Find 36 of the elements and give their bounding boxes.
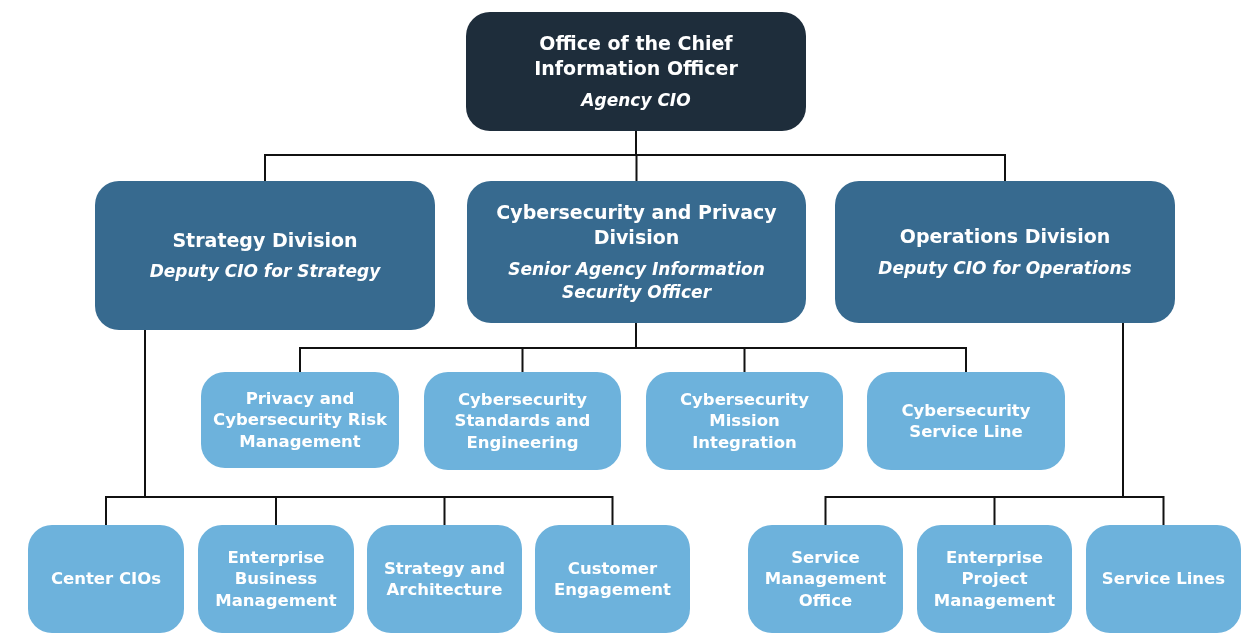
- division-box: [95, 181, 435, 330]
- unit-name: Service Management Office: [763, 546, 888, 612]
- division-box: [835, 181, 1175, 323]
- unit-title: Strategy Division: [172, 227, 358, 253]
- unit-box: [367, 525, 522, 633]
- unit-name: Customer Engagement: [553, 557, 672, 601]
- unit-name: Strategy and Architecture: [382, 557, 507, 601]
- unit-name: Enterprise Project Management: [932, 546, 1057, 612]
- unit-name: Center CIOs: [50, 568, 162, 590]
- division-box: [467, 181, 806, 323]
- unit-box: [198, 525, 354, 633]
- unit-name: Privacy and Cybersecurity Risk Management: [212, 387, 388, 453]
- unit-title: Office of the Chief Information Officer: [533, 31, 739, 81]
- unit-name: Cybersecurity Mission Integration: [679, 388, 810, 454]
- unit-box: [1086, 525, 1241, 633]
- unit-box: [867, 372, 1065, 470]
- role-title: Senior Agency Information Security Officer: [507, 257, 766, 304]
- unit-box: [28, 525, 184, 633]
- unit-box: [424, 372, 621, 470]
- connector-line: [635, 322, 967, 373]
- role-title: Deputy CIO for Strategy: [149, 260, 381, 284]
- unit-name: Enterprise Business Management: [214, 546, 338, 612]
- role-title: Deputy CIO for Operations: [878, 256, 1132, 280]
- role-title: Agency CIO: [581, 88, 691, 112]
- connector-line: [1122, 322, 1165, 526]
- unit-box: [917, 525, 1072, 633]
- unit-box: [646, 372, 843, 470]
- unit-box: [201, 372, 399, 468]
- unit-box: [535, 525, 690, 633]
- unit-name: Service Lines: [1101, 568, 1226, 590]
- unit-box: [748, 525, 903, 633]
- division-box: [466, 12, 806, 131]
- unit-name: Cybersecurity Standards and Engineering: [453, 388, 592, 454]
- unit-title: Operations Division: [899, 224, 1111, 249]
- unit-title: Cybersecurity and Privacy Division: [495, 200, 778, 250]
- unit-name: Cybersecurity Service Line: [900, 399, 1032, 443]
